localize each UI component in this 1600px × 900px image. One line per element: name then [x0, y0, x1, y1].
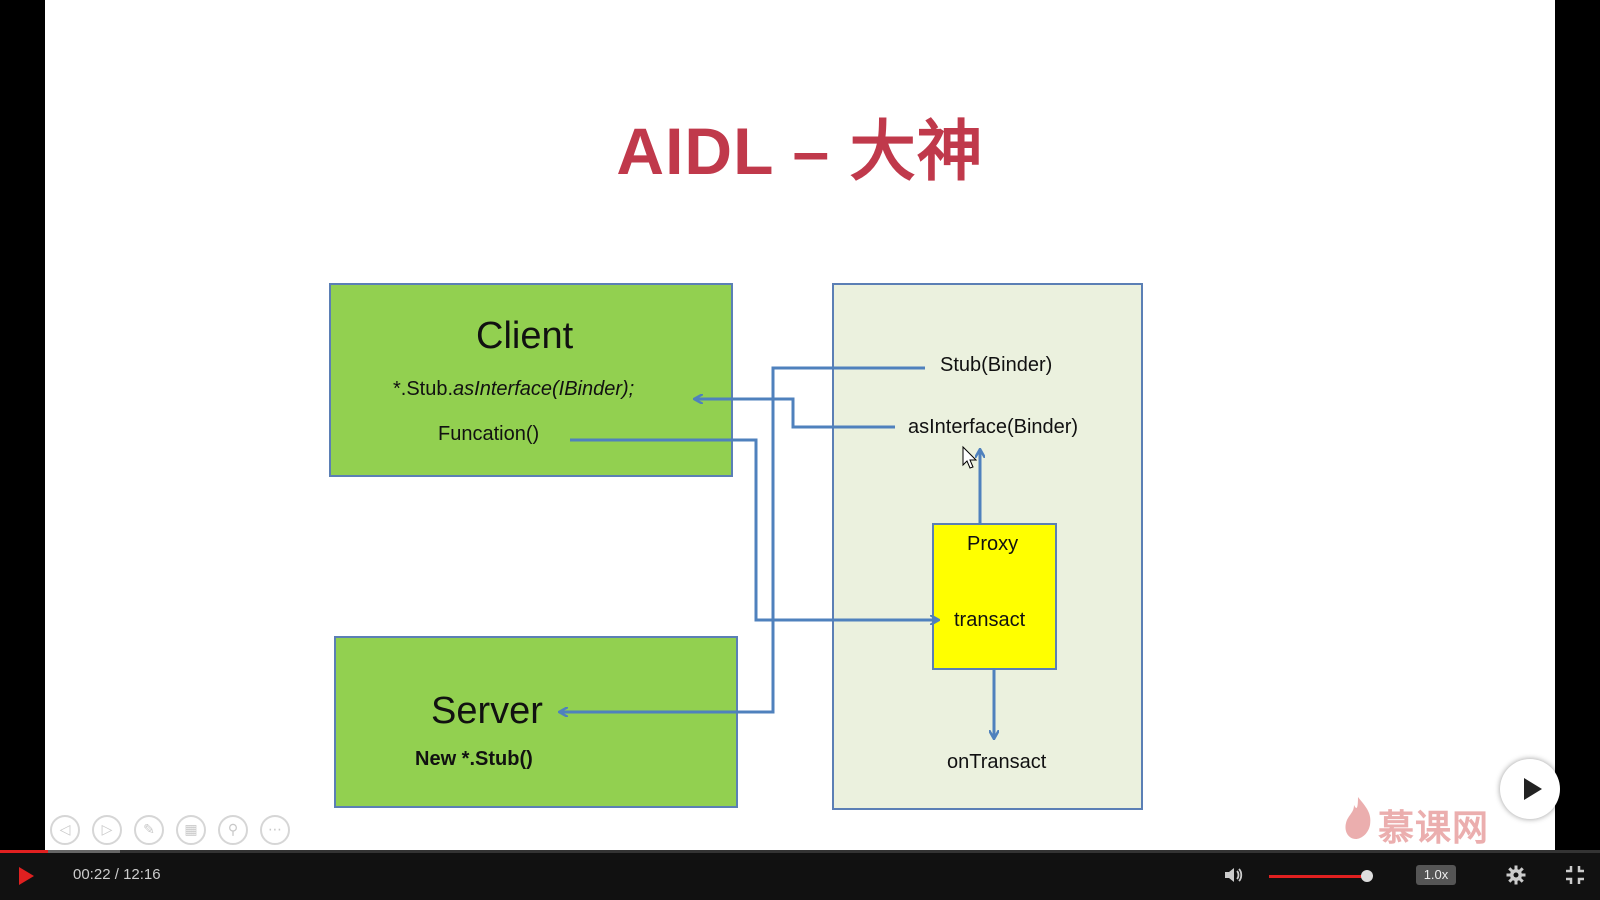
volume-icon[interactable]	[1222, 864, 1244, 886]
progress-played	[0, 850, 48, 853]
server-stub-new: New *.Stub()	[415, 748, 533, 770]
presentation-slide: AIDL – 大神 Client *.Stub.asInterface(IBin…	[45, 0, 1555, 850]
next-slide-icon[interactable]: ▷	[92, 815, 122, 845]
server-box: Server New *.Stub()	[334, 636, 738, 808]
duration: 12:16	[123, 866, 161, 883]
current-time: 00:22	[73, 866, 111, 883]
proxy-box: Proxy transact	[932, 523, 1057, 670]
stub-binder-label: Stub(Binder)	[940, 354, 1053, 376]
client-call-prefix: *.Stub.	[393, 378, 454, 400]
binder-panel: Stub(Binder) asInterface(Binder) onTrans…	[832, 283, 1143, 810]
client-asinterface-call: *.Stub.asInterface(IBinder);	[393, 378, 634, 401]
volume-slider[interactable]	[1269, 870, 1373, 882]
proxy-label: Proxy	[967, 533, 1019, 555]
client-call-method: asInterface(IBinder);	[453, 378, 635, 400]
asinterface-to-client-arrow	[695, 399, 895, 429]
progress-bar[interactable]	[0, 850, 1600, 853]
transact-label: transact	[954, 609, 1026, 631]
volume-knob[interactable]	[1360, 870, 1373, 882]
ontransact-label: onTransact	[947, 751, 1047, 773]
flow-arrows	[45, 366, 1555, 850]
server-heading: Server	[431, 690, 543, 732]
playback-speed-button[interactable]: 1.0x	[1416, 865, 1456, 885]
flame-icon	[1345, 797, 1371, 839]
time-separator: /	[110, 866, 124, 883]
client-function-call: Funcation()	[438, 423, 540, 445]
client-heading: Client	[476, 315, 574, 357]
slide-title: AIDL – 大神	[616, 114, 984, 188]
volume-level	[1269, 875, 1367, 878]
watermark: 慕课网	[1340, 793, 1500, 849]
pen-icon[interactable]: ✎	[134, 815, 164, 845]
zoom-icon[interactable]: ⚲	[218, 815, 248, 845]
prev-slide-icon[interactable]: ◁	[50, 815, 80, 845]
mouse-cursor-icon	[962, 445, 978, 469]
more-icon[interactable]: ⋯	[260, 815, 290, 845]
watermark-text: 慕课网	[1378, 808, 1490, 849]
slides-grid-icon[interactable]: ▦	[176, 815, 206, 845]
exit-fullscreen-icon[interactable]	[1564, 864, 1586, 886]
play-icon	[1524, 778, 1542, 800]
time-display: 00:22 / 12:16	[73, 866, 161, 883]
video-frame[interactable]: AIDL – 大神 Client *.Stub.asInterface(IBin…	[0, 0, 1600, 850]
stub-to-server-arrow	[560, 366, 925, 712]
play-icon	[19, 867, 34, 885]
asinterface-binder-label: asInterface(Binder)	[908, 416, 1079, 438]
big-play-button[interactable]	[1500, 759, 1560, 819]
gear-icon[interactable]	[1505, 864, 1527, 886]
function-to-transact-arrow	[570, 438, 938, 620]
progress-buffered	[0, 850, 120, 853]
play-button[interactable]	[16, 866, 36, 886]
player-control-bar: 00:22 / 12:16 1.0x	[0, 850, 1600, 900]
client-box: Client *.Stub.asInterface(IBinder); Func…	[329, 283, 733, 477]
